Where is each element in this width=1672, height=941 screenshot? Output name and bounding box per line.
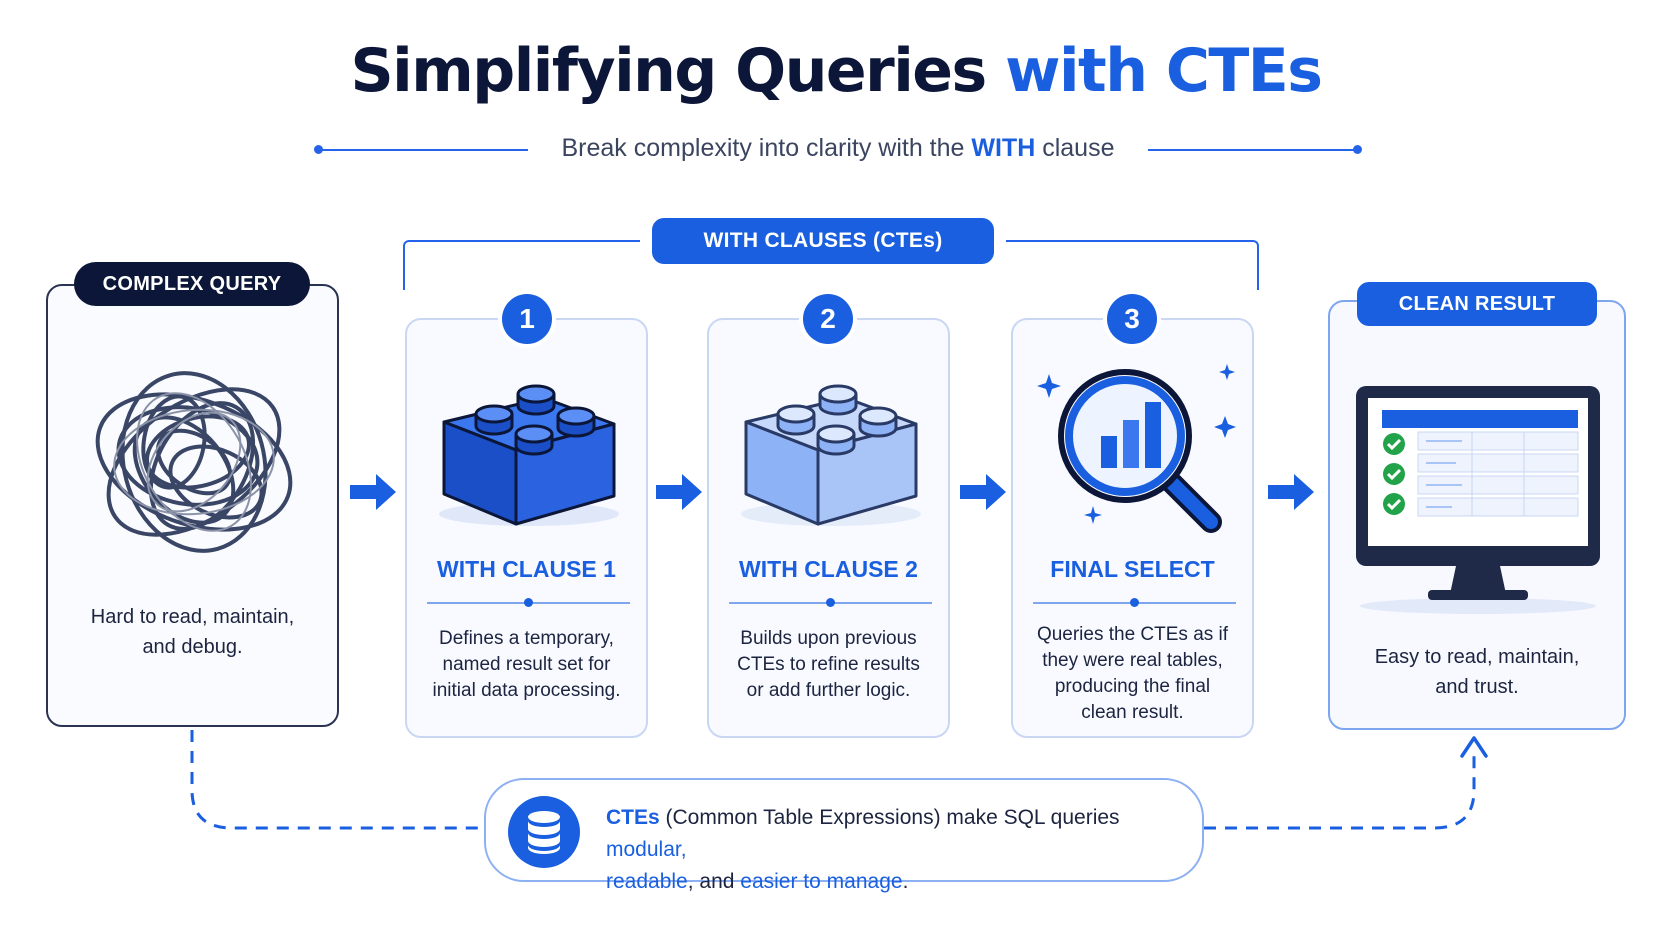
result-text-line-2: and trust.: [1435, 676, 1519, 698]
tangle-icon: [95, 371, 293, 553]
subtitle-dot-right: [1353, 145, 1362, 154]
arrow-right-icon: [350, 474, 396, 510]
step-2-number: 2: [803, 294, 853, 344]
step-card-3: FINAL SELECT Queries the CTEs as if they…: [1011, 318, 1254, 738]
step-1-text: Defines a temporary, named result set fo…: [407, 626, 646, 704]
note-readable: readable: [606, 870, 688, 893]
step-3-title: FINAL SELECT: [1050, 556, 1215, 582]
note-period: .: [902, 870, 909, 893]
result-text-line-1: Easy to read, maintain,: [1374, 646, 1580, 668]
arrow-right-icon: [960, 474, 1006, 510]
step-1-title: WITH CLAUSE 1: [437, 556, 616, 582]
monitor-table-icon: [1356, 386, 1600, 614]
step-2-title: WITH CLAUSE 2: [739, 556, 918, 582]
note-ctes: CTEs: [606, 806, 660, 829]
step-3-number: 3: [1107, 294, 1157, 344]
complex-query-text: Hard to read, maintain, and debug.: [48, 602, 337, 662]
step-2-line-1: Builds upon previous: [740, 628, 917, 649]
arrow-right-icon: [1268, 474, 1314, 510]
step-3-line-2: they were real tables,: [1042, 650, 1223, 671]
page-title: Simplifying Queries with CTEs: [0, 36, 1672, 106]
note-modular: modular,: [606, 838, 687, 861]
step-1-line-2: named result set for: [442, 654, 611, 675]
step-3-text: Queries the CTEs as if they were real ta…: [1013, 622, 1252, 726]
clean-result-text: Easy to read, maintain, and trust.: [1330, 642, 1624, 702]
step-2-text: Builds upon previous CTEs to refine resu…: [709, 626, 948, 704]
subtitle-row: Break complexity into clarity with the W…: [314, 134, 1362, 170]
note-easier: easier to manage: [740, 870, 903, 893]
step-card-2: WITH CLAUSE 2 Builds upon previous CTEs …: [707, 318, 950, 738]
step-3-rule-dot: [1130, 598, 1139, 607]
clean-result-label: CLEAN RESULT: [1357, 282, 1597, 326]
note-middle: (Common Table Expressions) make SQL quer…: [659, 806, 1120, 829]
subtitle-line-right: [1148, 149, 1358, 151]
step-1-number: 1: [502, 294, 552, 344]
cte-note: CTEs (Common Table Expressions) make SQL…: [484, 778, 1204, 893]
complex-query-card: Hard to read, maintain, and debug.: [46, 284, 339, 727]
ctes-group-label: WITH CLAUSES (CTEs): [652, 218, 994, 264]
lego-block-light-icon: [741, 384, 921, 526]
step-3-line-3: producing the final: [1054, 676, 1211, 697]
checkmark-icon: [1383, 433, 1405, 515]
complex-query-label: COMPLEX QUERY: [74, 262, 310, 306]
note-text: CTEs (Common Table Expressions) make SQL…: [606, 802, 1186, 898]
step-3-line-4: clean result.: [1081, 702, 1184, 723]
database-icon: [508, 796, 580, 868]
step-2-line-3: or add further logic.: [746, 680, 911, 701]
subtitle-after: clause: [1042, 134, 1115, 162]
title-main: Simplifying Queries: [350, 36, 987, 106]
step-1-rule-dot: [524, 598, 533, 607]
magnifier-chart-icon: [1037, 364, 1236, 533]
step-3-line-1: Queries the CTEs as if: [1036, 624, 1229, 645]
subtitle-line-left: [318, 149, 528, 151]
step-card-1: WITH CLAUSE 1 Defines a temporary, named…: [405, 318, 648, 738]
arrow-right-icon: [656, 474, 702, 510]
subtitle-highlight: WITH: [971, 134, 1036, 162]
step-1-line-3: initial data processing.: [432, 680, 621, 701]
title-accent: with CTEs: [1005, 36, 1323, 106]
lego-block-icon: [439, 384, 619, 526]
complex-text-line-2: and debug.: [142, 636, 243, 658]
step-1-line-1: Defines a temporary,: [439, 628, 614, 649]
note-and: , and: [687, 870, 741, 893]
subtitle-before: Break complexity into clarity with the: [561, 134, 965, 162]
complex-text-line-1: Hard to read, maintain,: [90, 606, 295, 628]
subtitle: Break complexity into clarity with the W…: [318, 134, 1358, 163]
clean-result-card: Easy to read, maintain, and trust.: [1328, 300, 1626, 730]
step-2-line-2: CTEs to refine results: [737, 654, 920, 675]
step-2-rule-dot: [826, 598, 835, 607]
